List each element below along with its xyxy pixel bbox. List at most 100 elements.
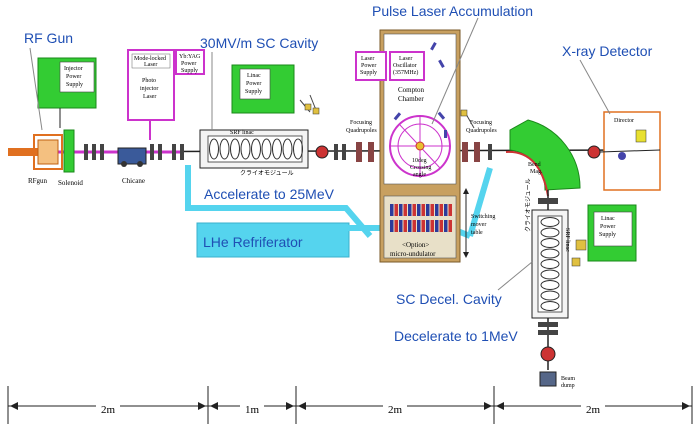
srf-cell	[230, 138, 240, 160]
scale-label-bg	[240, 401, 264, 415]
yb-yag-text-3: Supply	[181, 68, 198, 74]
yb-yag-power-box	[175, 49, 205, 75]
compton-text-2: Chamber	[398, 95, 424, 103]
scale-label-bg	[383, 401, 407, 415]
scale-arrowhead	[198, 402, 206, 410]
linac-power-text-3: Supply	[245, 89, 262, 95]
cryomodule-v-label: クライオモジュール	[525, 178, 532, 232]
scale-arrowhead	[286, 402, 294, 410]
decel-cell	[540, 248, 560, 259]
solenoid	[63, 129, 75, 173]
undulator-magnet	[394, 204, 398, 216]
beam-dump	[539, 371, 557, 387]
srf-cell	[240, 138, 251, 160]
injector-magnets	[84, 144, 184, 160]
xray-detector-callout: X-ray Detector	[562, 43, 653, 59]
scale-arrowhead	[298, 402, 306, 410]
linac-power-b-text-3: Supply	[599, 232, 616, 238]
beam-dump-text-1: Beam	[561, 376, 575, 382]
xray-detector-area: Director	[579, 59, 661, 191]
crossing-text-2: Crossing	[410, 165, 431, 171]
laser-power-supply-box	[355, 51, 387, 81]
cryomodule-label: クライオモジュール	[240, 170, 294, 177]
undulator-magnet	[430, 204, 434, 216]
bend-text-2: Mag.	[530, 169, 543, 175]
undulator-magnet	[448, 220, 452, 232]
undulator-magnet	[430, 220, 434, 232]
scale-label: 2m	[586, 404, 601, 416]
chicane-area: Mode-locked Laser Yb:YAG Power Supply Ph…	[117, 49, 205, 185]
lhe-transfer-line-3	[467, 167, 493, 237]
decelerate-callout: Decelerate to 1MeV	[394, 328, 518, 344]
option-text-2: micro-undulator	[390, 250, 436, 258]
undulator-magnet	[439, 204, 443, 216]
chicane-magnets	[117, 147, 147, 165]
injector-power-text-3: Supply	[66, 82, 83, 88]
undulator-magnet	[412, 204, 416, 216]
undulator-magnet	[417, 220, 421, 232]
bend-magnet: Bend Mag.	[505, 119, 581, 197]
decel-cell	[540, 269, 560, 280]
switching-text-1: Switching	[471, 214, 495, 220]
undulator-magnet	[412, 220, 416, 232]
undulator-magnet	[399, 220, 403, 232]
laser-oscillator-box	[389, 51, 425, 81]
undulator-magnet	[448, 204, 452, 216]
focusing-quads-2b: Quadrupoles	[466, 128, 497, 134]
scale-arrowhead	[484, 402, 492, 410]
undulator-magnet	[426, 220, 430, 232]
option-text-1: <Option>	[402, 241, 429, 249]
undulator-magnet	[417, 204, 421, 216]
undulator-magnet	[408, 204, 412, 216]
undulator-magnet	[444, 204, 448, 216]
crossing-text-3: angle	[413, 172, 426, 178]
compton-text-1: Compton	[398, 86, 425, 94]
injector-power-text-2: Power	[66, 74, 81, 80]
scale-label-bg	[96, 401, 120, 415]
scale-arrowhead	[10, 402, 18, 410]
srf-cell	[282, 138, 293, 160]
sc-decel-pointer	[497, 261, 533, 291]
laser-osc-text-2: Oscillator	[393, 63, 417, 69]
undulator-magnet	[399, 204, 403, 216]
decel-cell	[540, 217, 560, 227]
yb-yag-text-1: Yb:YAG	[179, 54, 201, 60]
linac-power-text-2: Power	[246, 81, 261, 87]
linac-power-text-1: Linac	[247, 73, 261, 79]
post-compton-magnets: Focusing Quadrupoles	[460, 109, 497, 162]
rf-gun-pointer	[29, 47, 43, 131]
beam-line-orange	[8, 148, 38, 156]
decel-cell	[540, 259, 560, 269]
scale-label-bg	[581, 401, 605, 415]
xray-detector-pointer	[579, 59, 611, 115]
photo-injector-text-3: Laser	[143, 94, 156, 100]
scale-label: 2m	[388, 404, 403, 416]
lhe-system: LHe Refriferator	[185, 165, 493, 258]
bend-text-1: Bend	[528, 162, 541, 168]
focusing-quads-2a: Focusing	[470, 120, 492, 126]
undulator-magnet	[421, 204, 425, 216]
undulator-magnet	[408, 220, 412, 232]
decel-cell	[540, 227, 560, 238]
decel-cell	[540, 280, 560, 290]
srf-cells	[209, 138, 303, 160]
crossing-text-1: 10deg	[412, 158, 427, 164]
undulator-magnet	[394, 220, 398, 232]
yb-yag-text-2: Power	[181, 61, 196, 67]
laser-power-text-2: Power	[361, 63, 376, 69]
decel-cell	[540, 290, 560, 301]
detector-text: Director	[614, 118, 634, 124]
decel-cell	[540, 238, 560, 248]
srf-cell	[293, 138, 303, 160]
injector-power-text-1: Injector	[64, 66, 83, 72]
undulator-magnet	[403, 204, 407, 216]
undulator-magnet	[390, 220, 394, 232]
sc-cavity-callout: 30MV/m SC Cavity	[200, 35, 318, 51]
undulator-magnet	[390, 204, 394, 216]
bend-magnet-sector	[509, 119, 581, 191]
lhe-refrigerator-label: LHe Refriferator	[203, 234, 303, 250]
focusing-quads-1a: Focusing	[350, 120, 372, 126]
srf-cell	[209, 138, 219, 160]
linac-power-b-text-2: Power	[600, 224, 615, 230]
